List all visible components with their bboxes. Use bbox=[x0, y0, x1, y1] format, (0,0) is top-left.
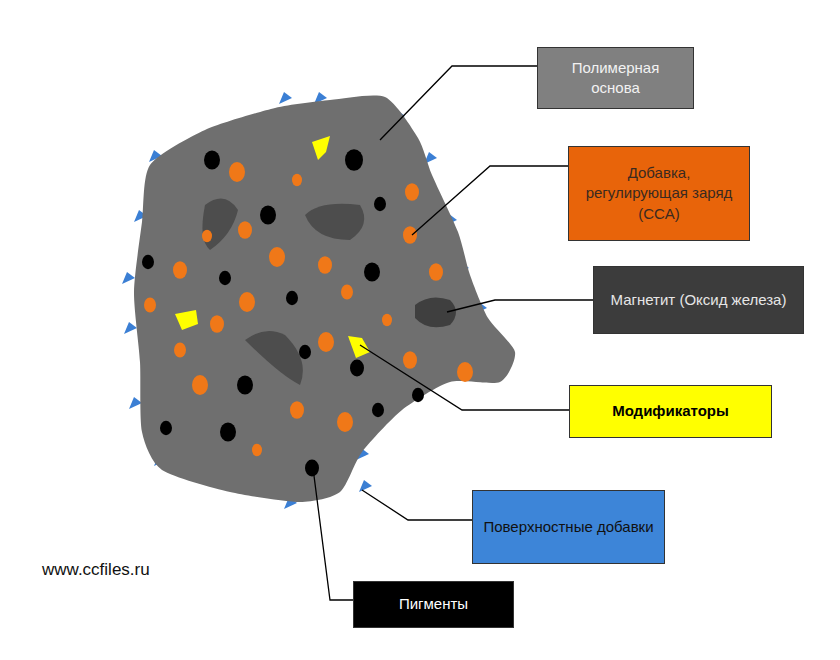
charge-control-agent bbox=[192, 375, 208, 395]
watermark: www.ccfiles.ru bbox=[42, 560, 150, 580]
callout-box: Полимерная основа bbox=[537, 47, 694, 109]
pigment bbox=[305, 460, 319, 477]
surface-additive bbox=[124, 322, 137, 334]
leader-line bbox=[362, 490, 472, 520]
callout-text: Полимерная основа bbox=[538, 58, 693, 99]
pigment bbox=[219, 271, 231, 285]
pigment bbox=[204, 150, 220, 169]
leader-line bbox=[313, 468, 353, 600]
charge-control-agent bbox=[229, 162, 245, 182]
charge-control-agent bbox=[238, 221, 252, 239]
callout-text: Модификаторы bbox=[602, 401, 739, 421]
charge-control-agent bbox=[239, 292, 255, 312]
surface-additive bbox=[359, 480, 372, 492]
callout-box: Поверхностные добавки bbox=[472, 490, 665, 564]
charge-control-agent bbox=[318, 256, 332, 274]
charge-control-agent bbox=[174, 343, 186, 358]
surface-additive bbox=[122, 272, 135, 284]
charge-control-agent bbox=[202, 230, 212, 243]
modifier bbox=[175, 310, 198, 330]
charge-control-agent bbox=[429, 263, 443, 281]
modifier bbox=[312, 136, 330, 160]
charge-control-agent bbox=[318, 332, 334, 352]
modifier bbox=[348, 336, 370, 358]
callout-box: Магнетит (Оксид железа) bbox=[593, 266, 804, 334]
pigment bbox=[260, 205, 276, 224]
leader-line bbox=[380, 66, 537, 140]
charge-control-agent bbox=[337, 412, 353, 432]
charge-control-agent bbox=[173, 261, 187, 279]
polymer-base bbox=[134, 95, 515, 502]
inclusion bbox=[245, 331, 303, 385]
inclusion bbox=[202, 199, 238, 250]
surface-additive bbox=[279, 92, 292, 104]
callout-box: Пигменты bbox=[353, 581, 514, 628]
pigment bbox=[220, 422, 236, 441]
surface-additive bbox=[129, 397, 142, 409]
pigment bbox=[412, 388, 424, 402]
callout-text: Магнетит (Оксид железа) bbox=[601, 290, 797, 310]
pigment bbox=[286, 291, 298, 305]
callout-text: Добавка, регулирующая заряд (CCA) bbox=[569, 163, 749, 224]
charge-control-agent bbox=[252, 444, 262, 457]
charge-control-agent bbox=[341, 285, 353, 300]
pigment bbox=[374, 197, 386, 211]
callout-text: Пигменты bbox=[389, 594, 478, 614]
inclusion bbox=[305, 204, 364, 240]
pigment bbox=[364, 262, 380, 281]
charge-control-agent bbox=[210, 315, 224, 333]
toner-particle bbox=[122, 92, 515, 509]
charge-control-agent bbox=[403, 226, 417, 244]
charge-control-agent bbox=[403, 351, 417, 369]
leader-line bbox=[360, 345, 569, 410]
charge-control-agent bbox=[292, 174, 302, 187]
charge-control-agent bbox=[405, 183, 419, 201]
leader-line bbox=[447, 300, 593, 312]
pigment bbox=[372, 403, 384, 417]
callout-box: Добавка, регулирующая заряд (CCA) bbox=[568, 146, 750, 241]
leader-line bbox=[412, 166, 568, 235]
pigment bbox=[160, 421, 172, 435]
pigment bbox=[299, 345, 311, 359]
pigment bbox=[142, 255, 154, 269]
charge-control-agent bbox=[457, 362, 473, 382]
charge-control-agent bbox=[382, 314, 392, 327]
charge-control-agent bbox=[269, 247, 285, 267]
callout-text: Поверхностные добавки bbox=[473, 517, 663, 537]
magnetite-particle bbox=[415, 297, 456, 327]
pigment bbox=[345, 149, 363, 171]
charge-control-agent bbox=[144, 298, 156, 313]
pigment bbox=[350, 360, 364, 377]
callout-box: Модификаторы bbox=[569, 385, 772, 438]
pigment bbox=[237, 375, 253, 394]
charge-control-agent bbox=[290, 401, 304, 419]
